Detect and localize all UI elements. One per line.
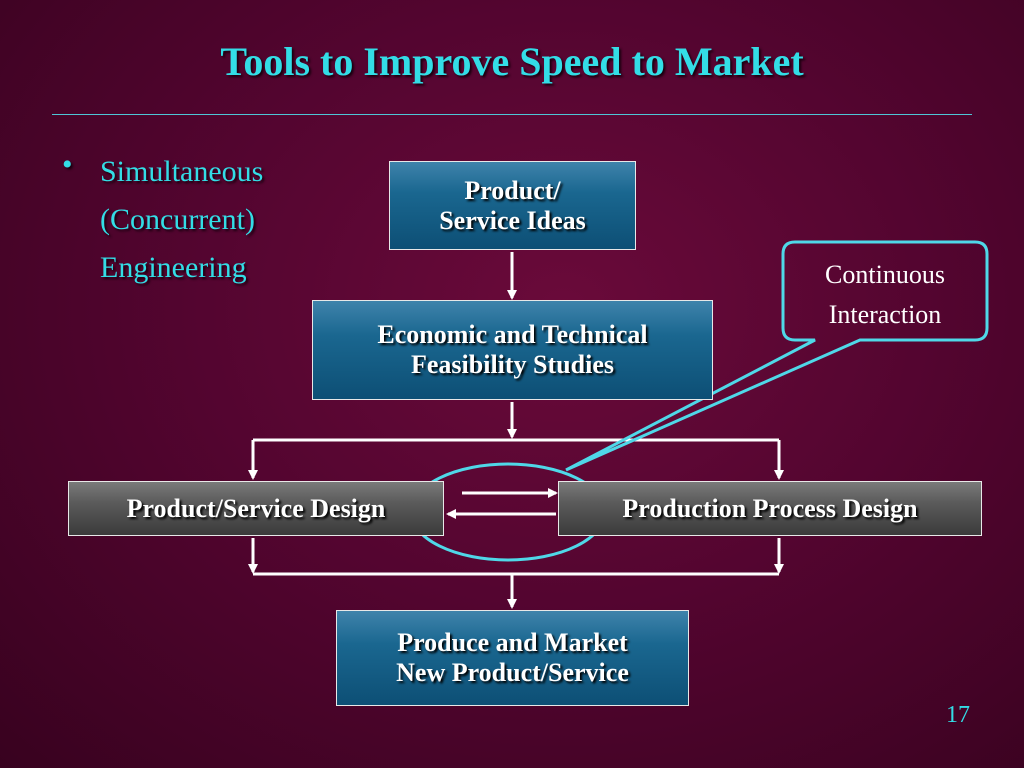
callout-bubble <box>565 240 989 472</box>
production-process-design-box: Production Process Design <box>558 481 982 536</box>
callout-line: Interaction <box>828 300 942 329</box>
bullet-text: Simultaneous (Concurrent) Engineering <box>100 148 340 292</box>
feasibility-studies-box: Economic and Technical Feasibility Studi… <box>312 300 713 400</box>
callout-line: Continuous <box>825 260 945 289</box>
product-service-design-box: Product/Service Design <box>68 481 444 536</box>
box-line: Production Process Design <box>622 493 918 523</box>
title-divider <box>52 114 972 115</box>
bullet-line: Engineering <box>100 251 247 284</box>
produce-and-market-box: Produce and Market New Product/Service <box>336 610 689 706</box>
box-line: Service Ideas <box>439 205 586 235</box>
box-line: Feasibility Studies <box>411 350 614 379</box>
box-line: Product/Service Design <box>126 493 386 523</box>
bullet-line: (Concurrent) <box>100 203 255 236</box>
box-line: Produce and Market <box>397 628 628 657</box>
page-number: 17 <box>946 702 970 728</box>
box-line: New Product/Service <box>396 658 629 687</box>
bullet-line: Simultaneous <box>100 155 264 188</box>
continuous-interaction-callout: Continuous Interaction <box>785 255 985 335</box>
bullet-marker: • <box>62 148 73 181</box>
product-service-ideas-box: Product/ Service Ideas <box>389 161 636 250</box>
box-line: Product/ <box>464 175 561 205</box>
box-line: Economic and Technical <box>377 320 648 349</box>
slide-title: Tools to Improve Speed to Market <box>220 39 804 84</box>
